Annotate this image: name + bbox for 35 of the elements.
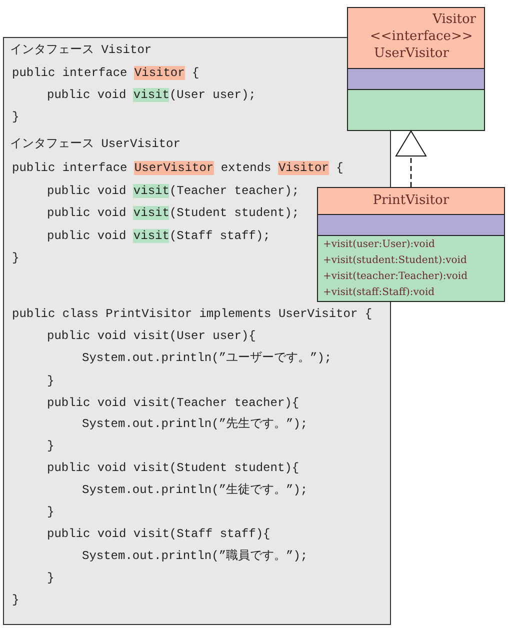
code-line: System.out.println(”ユーザーです。”); <box>82 350 332 367</box>
class-box <box>347 7 485 131</box>
code-line: public void visit(Staff staff){ <box>47 526 270 543</box>
code-line: public void visit(Student student); <box>47 205 300 222</box>
code-line: System.out.println(”職員です。”); <box>82 548 308 565</box>
stereotype: <<interface>> <box>370 29 473 44</box>
code-line: public void visit(Teacher teacher){ <box>47 395 300 412</box>
method-signature: +visit(staff:Staff):void <box>323 287 435 298</box>
code-line: public class PrintVisitor implements UserVisitor { <box>12 306 372 323</box>
class-box <box>317 187 505 302</box>
code-line: } <box>47 504 54 521</box>
code-line: System.out.println(”先生です。”); <box>82 416 308 433</box>
code-line: public void visit(User user){ <box>47 328 256 345</box>
code-line: System.out.println(”生徒です。”); <box>82 482 308 499</box>
interface-name: Visitor <box>432 12 476 27</box>
code-line: } <box>12 250 20 267</box>
class-name: PrintVisitor <box>372 193 450 208</box>
code-line: public interface Visitor { <box>12 65 200 82</box>
code-line: public interface UserVisitor extends Visitor { <box>12 160 344 177</box>
code-line: public void visit(User user); <box>47 87 256 104</box>
code-line: public void visit(Teacher teacher); <box>47 183 300 200</box>
section-heading: インタフェース UserVisitor <box>10 136 180 153</box>
code-line: } <box>47 438 54 455</box>
code-line: public void visit(Student student){ <box>47 460 300 477</box>
code-line: } <box>12 109 20 126</box>
code-line: } <box>47 373 54 390</box>
realization-arrow <box>396 130 426 187</box>
method-signature: +visit(student:Student):void <box>323 255 467 266</box>
code-line: } <box>12 592 20 609</box>
section-heading: インタフェース Visitor <box>10 42 152 59</box>
method-signature: +visit(teacher:Teacher):void <box>323 271 468 282</box>
code-line: } <box>47 570 54 587</box>
code-line: public void visit(Staff staff); <box>47 228 270 245</box>
class-name: UserVisitor <box>374 46 449 61</box>
method-signature: +visit(user:User):void <box>323 239 435 250</box>
